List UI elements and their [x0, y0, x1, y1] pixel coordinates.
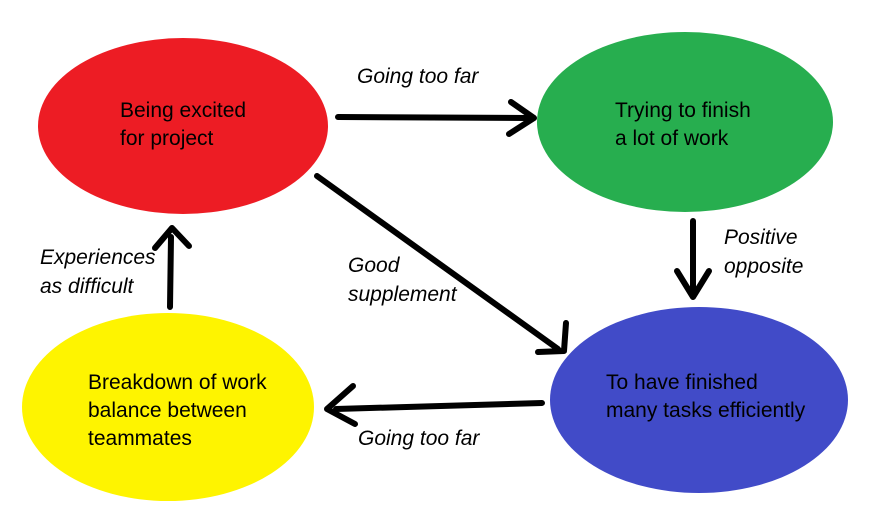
node-label-yellow-line2: balance between: [88, 399, 247, 422]
arrow-yellow-to-red: [152, 225, 192, 310]
node-label-yellow-line1: Breakdown of work: [88, 371, 267, 394]
node-ellipse-red: [38, 38, 328, 214]
node-label-green-line1: Trying to finish: [615, 99, 751, 122]
edge-label-red-to-blue-line2: supplement: [348, 283, 457, 306]
arrow-red-to-green: [335, 99, 537, 137]
edge-label-yellow-to-red: Experiences as difficult: [40, 243, 156, 301]
node-label-red-line2: for project: [120, 127, 214, 150]
node-label-blue-line2: many tasks efficiently: [606, 399, 806, 422]
edge-label-red-to-green-line1: Going too far: [357, 65, 479, 88]
edge-label-red-to-blue: Good supplement: [348, 251, 457, 309]
node-label-yellow-line3: teammates: [88, 427, 192, 450]
arrow-red-to-blue: [314, 173, 569, 355]
edge-label-red-to-green: Going too far: [357, 62, 478, 91]
node-label-blue: To have finished many tasks efficiently: [606, 369, 805, 425]
node-label-green-line2: a lot of work: [615, 127, 729, 150]
edge-label-green-to-blue-line1: Positive: [724, 226, 798, 249]
node-label-red-line1: Being excited: [120, 99, 247, 122]
arrow-green-to-blue: [674, 218, 712, 300]
edge-label-yellow-to-red-line2: as difficult: [40, 275, 134, 298]
node-label-green: Trying to finish a lot of work: [615, 97, 751, 153]
node-label-red: Being excited for project: [120, 97, 246, 153]
node-ellipse-green: [537, 32, 833, 212]
node-ellipse-yellow: [22, 313, 314, 501]
node-label-blue-line1: To have finished: [606, 371, 758, 394]
node-ellipse-blue: [550, 307, 848, 493]
edge-label-green-to-blue: Positive opposite: [724, 223, 803, 281]
arrow-blue-to-yellow: [324, 383, 545, 427]
node-label-yellow: Breakdown of work balance between teamma…: [88, 369, 267, 453]
edge-label-green-to-blue-line2: opposite: [724, 255, 804, 278]
edge-label-yellow-to-red-line1: Experiences: [40, 246, 156, 269]
edge-label-blue-to-yellow: Going too far: [358, 424, 479, 453]
edge-label-red-to-blue-line1: Good: [348, 254, 400, 277]
edge-label-blue-to-yellow-line1: Going too far: [358, 427, 480, 450]
